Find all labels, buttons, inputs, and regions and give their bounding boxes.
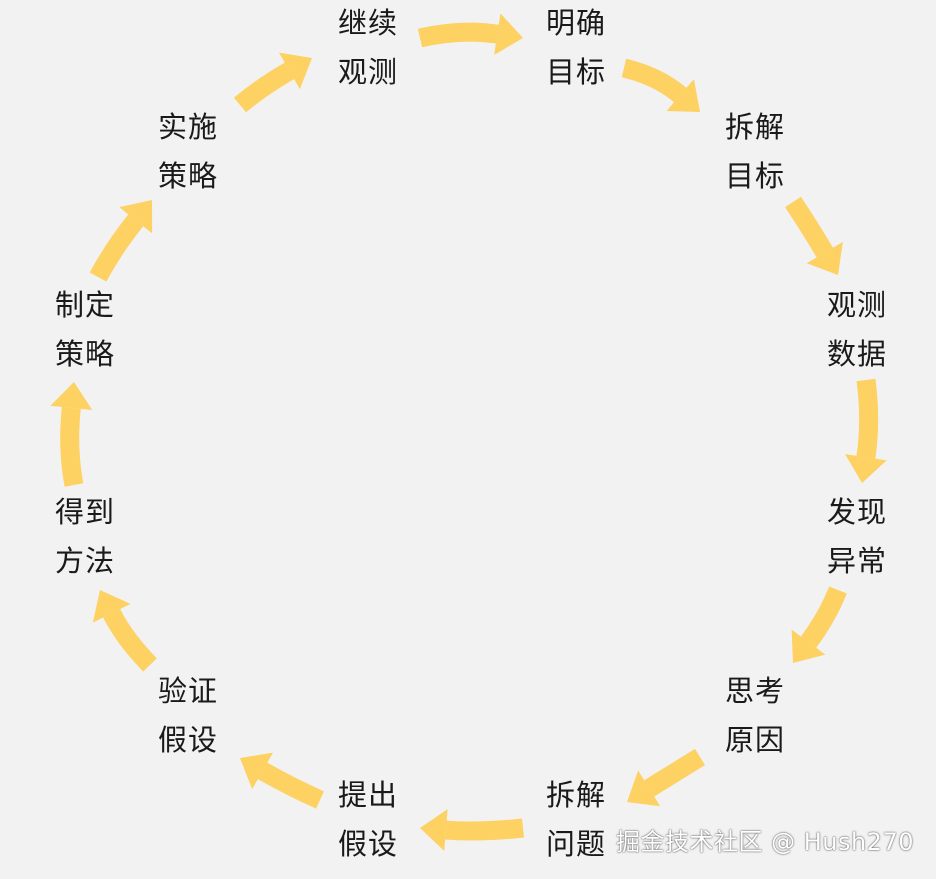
- node-n7-line2: 假设: [337, 827, 398, 861]
- node-n3-line2: 数据: [826, 337, 887, 371]
- node-n4-line1: 发现: [826, 495, 887, 529]
- node-n7: 提出 假设: [332, 771, 404, 869]
- arrow-head-3: [806, 241, 843, 275]
- arrow-shaft-1: [417, 22, 499, 48]
- node-n12-line2: 观测: [337, 55, 398, 89]
- arrow-head-7: [420, 809, 448, 852]
- node-n8: 验证 假设: [152, 667, 224, 765]
- arrow-head-4: [845, 454, 887, 483]
- arrow-head-2: [666, 79, 700, 112]
- arrow-head-1: [494, 13, 523, 55]
- node-n5-line1: 思考: [724, 674, 785, 708]
- arrow-head-11: [119, 200, 153, 234]
- node-n2: 拆解 目标: [719, 103, 791, 201]
- node-n11-line1: 实施: [157, 110, 218, 144]
- node-n8-line2: 假设: [157, 723, 218, 757]
- arrow-shaft-8: [257, 762, 324, 809]
- arrow-shaft-5: [800, 586, 847, 648]
- node-n12: 继续 观测: [332, 0, 404, 97]
- node-n5: 思考 原因: [719, 667, 791, 765]
- node-n8-line1: 验证: [157, 674, 218, 708]
- node-n2-line1: 拆解: [724, 110, 785, 144]
- node-n12-line1: 继续: [337, 6, 398, 40]
- arrow-head-6: [627, 770, 661, 807]
- arrow-shaft-6: [644, 748, 705, 797]
- node-n9: 得到 方法: [49, 488, 121, 586]
- node-n5-line2: 原因: [724, 723, 785, 757]
- node-n11-line2: 策略: [157, 159, 218, 193]
- arrow-head-8: [240, 752, 273, 790]
- arrow-shaft-10: [60, 406, 84, 487]
- arrow-shaft-2: [621, 58, 687, 103]
- arrow-shaft-9: [103, 608, 157, 672]
- arrow-shaft-11: [89, 214, 144, 282]
- node-n6-line2: 问题: [545, 827, 606, 861]
- node-n1: 明确 目标: [540, 0, 612, 97]
- arrow-shaft-4: [856, 378, 879, 459]
- node-n1-line1: 明确: [545, 6, 606, 40]
- node-n10-line2: 策略: [54, 337, 115, 371]
- arrow-shaft-7: [445, 818, 525, 841]
- node-n11: 实施 策略: [152, 103, 224, 201]
- arrow-head-10: [50, 382, 93, 411]
- arrow-head-9: [92, 590, 131, 623]
- node-n4-line2: 异常: [826, 544, 887, 578]
- node-n9-line1: 得到: [54, 495, 115, 529]
- node-n9-line2: 方法: [54, 544, 115, 578]
- arrow-head-12: [279, 52, 312, 90]
- node-n6-line1: 拆解: [545, 778, 606, 812]
- node-n2-line2: 目标: [724, 159, 785, 193]
- arrow-head-5: [791, 629, 826, 663]
- node-n6: 拆解 问题: [540, 771, 612, 869]
- node-n3-line1: 观测: [826, 288, 887, 322]
- arrow-shaft-3: [785, 196, 833, 258]
- node-n10-line1: 制定: [54, 288, 115, 322]
- node-n10: 制定 策略: [49, 281, 121, 379]
- node-n7-line1: 提出: [337, 778, 398, 812]
- watermark: 掘金技术社区 @ Hush270: [615, 828, 914, 856]
- node-n3: 观测 数据: [821, 281, 893, 379]
- node-n4: 发现 异常: [821, 488, 893, 586]
- arrow-shaft-12: [233, 62, 295, 113]
- node-n1-line2: 目标: [545, 55, 606, 89]
